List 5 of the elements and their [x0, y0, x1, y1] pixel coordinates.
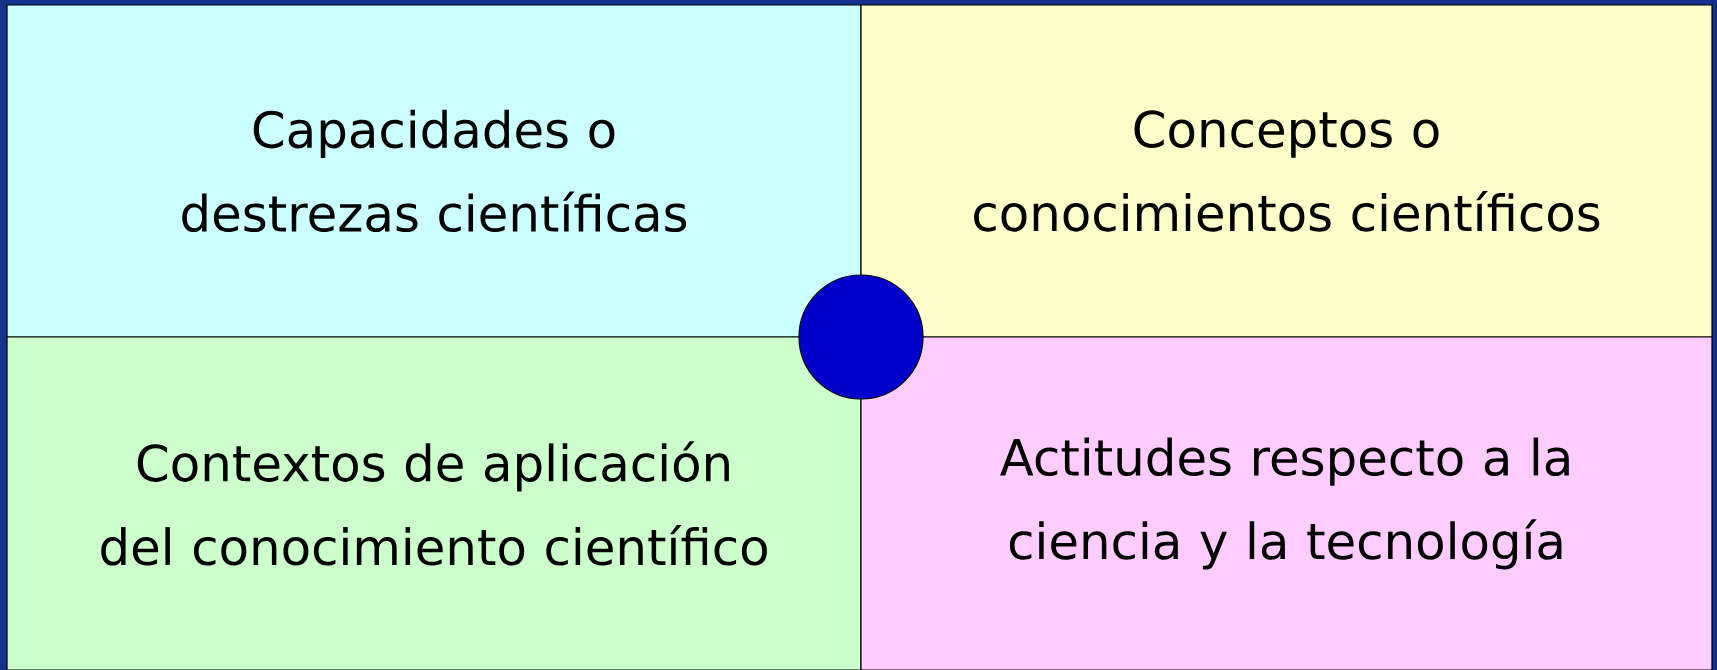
text-box: Capacidades o destrezas científicas: [6, 4, 862, 338]
text-box: Contextos de aplicación del conocimiento científico: [6, 336, 862, 670]
center-circle: [798, 274, 924, 400]
text-box: Conceptos o conocimientos científicos: [860, 4, 1713, 338]
text-box: Actitudes respecto a la ciencia y la tecnología: [860, 336, 1713, 670]
